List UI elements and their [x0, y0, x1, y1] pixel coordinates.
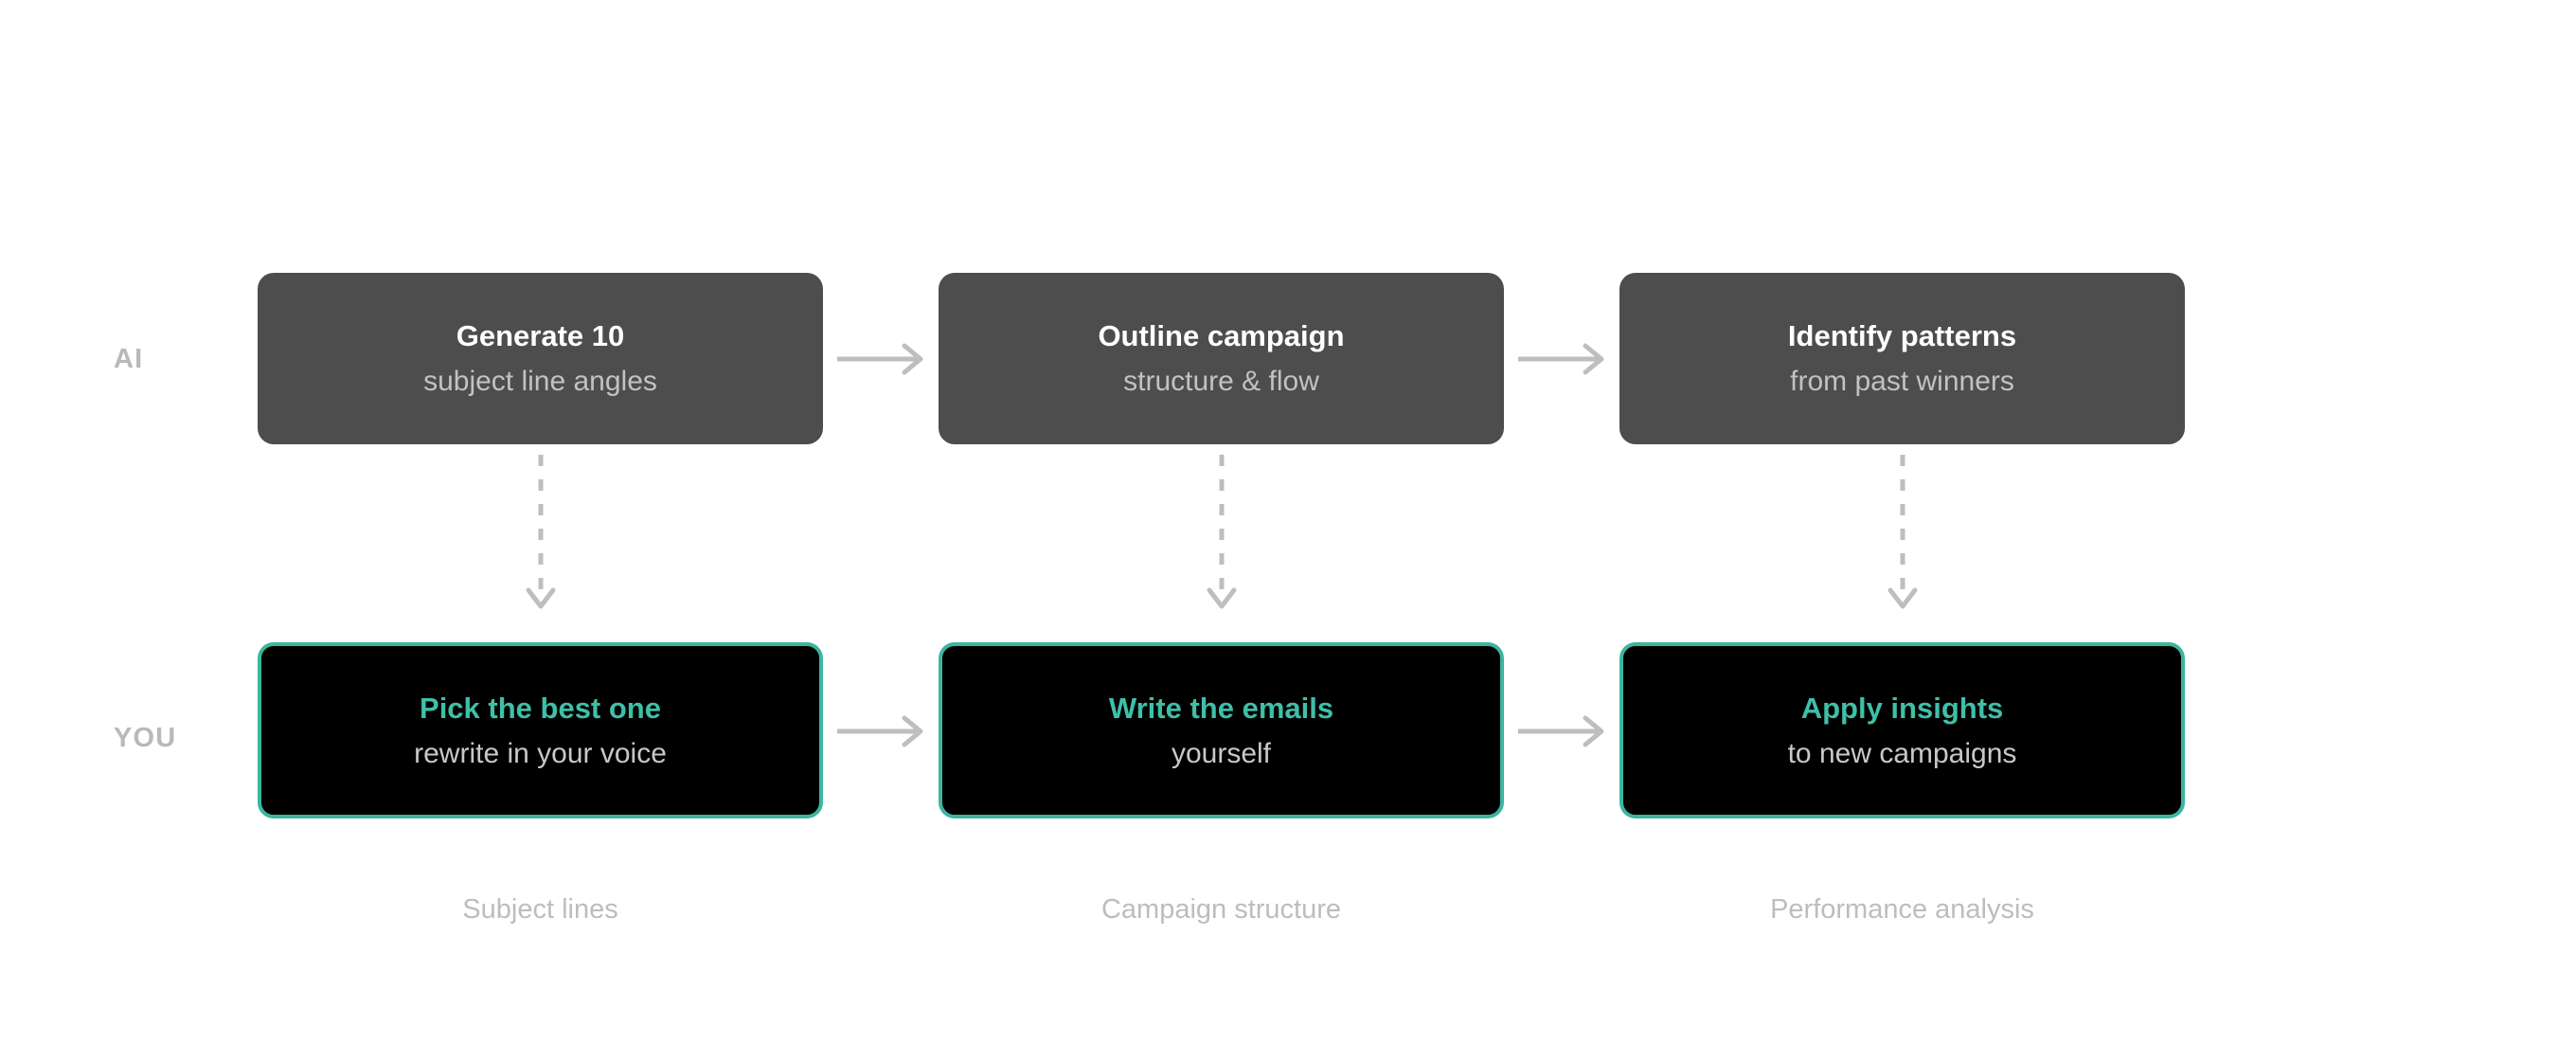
arrow-you-1-to-you-2	[1518, 715, 1604, 747]
row-label-you: YOU	[114, 723, 177, 753]
node-ai-generate[interactable]: Generate 10 subject line angles	[258, 273, 823, 444]
caption-subject-lines: Subject lines	[462, 894, 618, 925]
node-subtitle: structure & flow	[1123, 366, 1319, 397]
node-title: Generate 10	[456, 319, 625, 352]
node-subtitle: yourself	[1171, 737, 1272, 769]
node-you-pick[interactable]: Pick the best one rewrite in your voice	[258, 642, 823, 818]
node-subtitle: subject line angles	[423, 366, 657, 397]
dashed-arrow-ai-0-to-you-0	[526, 455, 556, 609]
node-title: Write the emails	[1108, 691, 1334, 725]
node-subtitle: rewrite in your voice	[414, 737, 667, 769]
node-subtitle: to new campaigns	[1787, 737, 2017, 769]
row-label-ai: AI	[114, 344, 144, 374]
node-you-apply[interactable]: Apply insights to new campaigns	[1619, 642, 2185, 818]
node-title: Identify patterns	[1787, 319, 2017, 352]
node-title: Apply insights	[1800, 691, 2004, 725]
node-you-write[interactable]: Write the emails yourself	[939, 642, 1504, 818]
dashed-arrow-ai-2-to-you-2	[1887, 455, 1918, 609]
caption-campaign-structure: Campaign structure	[1100, 894, 1342, 925]
node-ai-identify[interactable]: Identify patterns from past winners	[1619, 273, 2185, 444]
arrow-ai-0-to-ai-1	[837, 343, 923, 375]
arrow-you-0-to-you-1	[837, 715, 923, 747]
node-subtitle: from past winners	[1790, 366, 2014, 397]
dashed-arrow-ai-1-to-you-1	[1207, 455, 1237, 609]
caption-performance-analysis: Performance analysis	[1770, 894, 2034, 925]
arrow-ai-1-to-ai-2	[1518, 343, 1604, 375]
node-ai-outline[interactable]: Outline campaign structure & flow	[939, 273, 1504, 444]
node-title: Pick the best one	[420, 691, 661, 725]
node-title: Outline campaign	[1098, 319, 1345, 352]
